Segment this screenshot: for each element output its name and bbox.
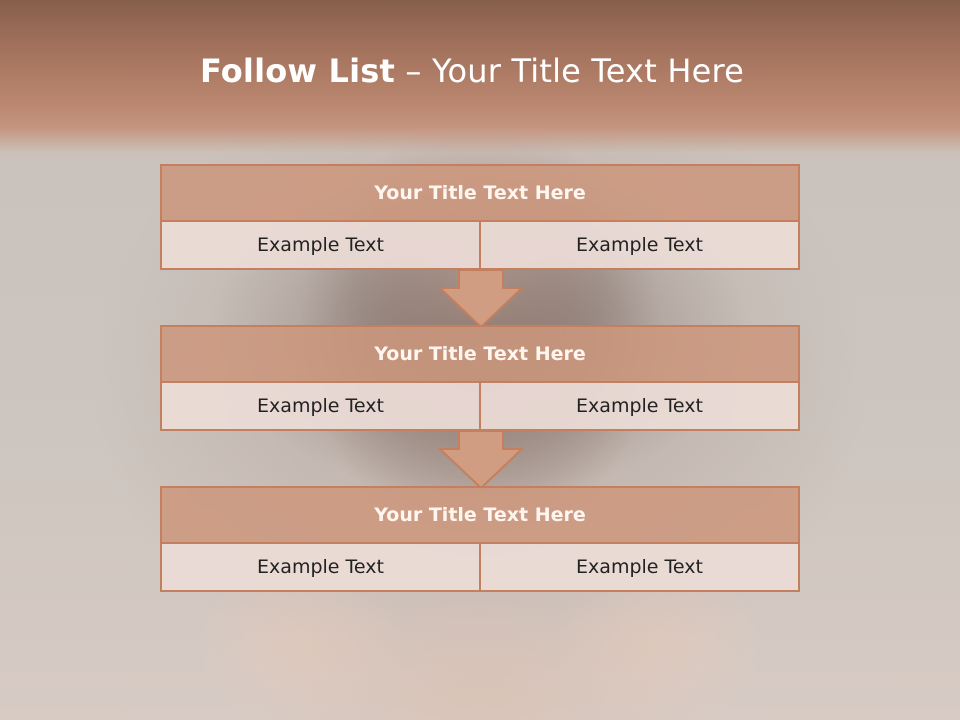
slide-title: Follow List – Your Title Text Here (0, 52, 944, 90)
step-row: Example Text Example Text (162, 544, 798, 590)
slide-title-bold: Follow List (199, 52, 396, 90)
down-arrow-icon (438, 431, 524, 489)
step-box-1: Your Title Text Here Example Text Exampl… (160, 164, 800, 270)
slide-title-rest: – Your Title Text Here (395, 52, 745, 90)
down-arrow-icon (438, 270, 524, 328)
step-cell-right: Example Text (479, 222, 798, 268)
step-cell-right: Example Text (479, 544, 798, 590)
step-row: Example Text Example Text (162, 222, 798, 268)
step-title: Your Title Text Here (162, 488, 798, 544)
step-title: Your Title Text Here (162, 166, 798, 222)
step-row: Example Text Example Text (162, 383, 798, 429)
step-cell-right: Example Text (479, 383, 798, 429)
step-cell-left: Example Text (257, 556, 384, 578)
step-title: Your Title Text Here (162, 327, 798, 383)
step-box-2: Your Title Text Here Example Text Exampl… (160, 325, 800, 431)
step-cell-left: Example Text (257, 395, 384, 417)
step-cell-left: Example Text (257, 234, 384, 256)
step-box-3: Your Title Text Here Example Text Exampl… (160, 486, 800, 592)
header-band (0, 0, 960, 170)
